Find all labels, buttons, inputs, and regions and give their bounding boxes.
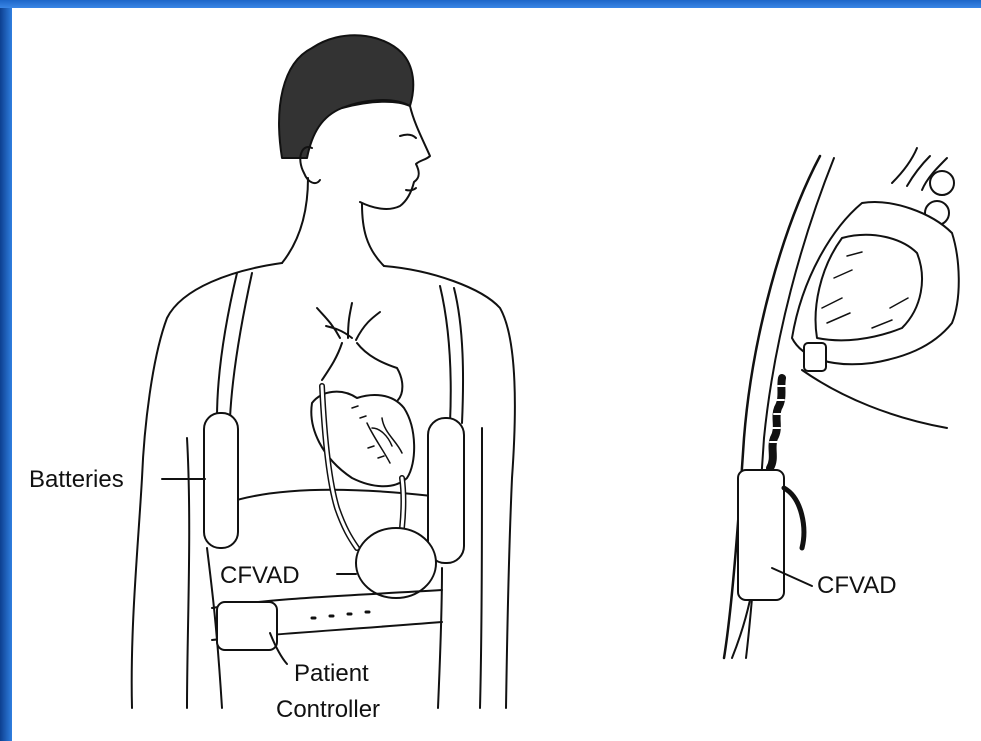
coiled-cable <box>770 378 782 468</box>
patient-figure <box>132 35 515 708</box>
battery-right <box>428 418 464 563</box>
patient-neck-right <box>362 204 384 266</box>
cfvad-label-left: CFVAD <box>220 564 300 588</box>
patient-neck-left <box>282 178 308 263</box>
heart-section-outline <box>792 202 959 364</box>
controller-label: Controller <box>276 698 380 722</box>
cfvad-pump-right <box>738 470 784 600</box>
left-strap <box>217 273 237 418</box>
ventricle-dashes <box>352 406 384 458</box>
cfvad-illustration <box>12 8 981 741</box>
patient-belly-right <box>438 568 442 708</box>
slide-frame-top <box>0 0 981 8</box>
aortic-branches <box>317 303 380 340</box>
patient-controller-box <box>217 602 277 650</box>
diaphragm-line <box>802 370 947 428</box>
patient-eye <box>400 135 416 138</box>
cfvad-label-right: CFVAD <box>817 574 897 598</box>
belt-holes <box>312 612 369 618</box>
batteries-label: Batteries <box>29 468 124 492</box>
vessel-ring-1 <box>930 171 954 195</box>
patient-hair <box>279 35 413 158</box>
outflow-graft-inner <box>402 478 404 528</box>
patient-right-arm-inner <box>480 428 482 708</box>
slide-canvas: Batteries CFVAD Patient Controller CFVAD <box>12 8 981 741</box>
patient-label: Patient <box>294 662 369 686</box>
battery-left <box>204 413 238 548</box>
right-strap-2 <box>454 288 463 423</box>
cfvad-pump-left <box>356 528 436 598</box>
left-strap-2 <box>230 273 252 418</box>
pump-outflow <box>784 488 804 548</box>
slide-frame-left <box>0 0 12 741</box>
right-strap <box>440 286 451 423</box>
inflow-cannula <box>804 343 826 371</box>
driveline-cable <box>322 386 357 548</box>
patient-face <box>342 102 430 209</box>
